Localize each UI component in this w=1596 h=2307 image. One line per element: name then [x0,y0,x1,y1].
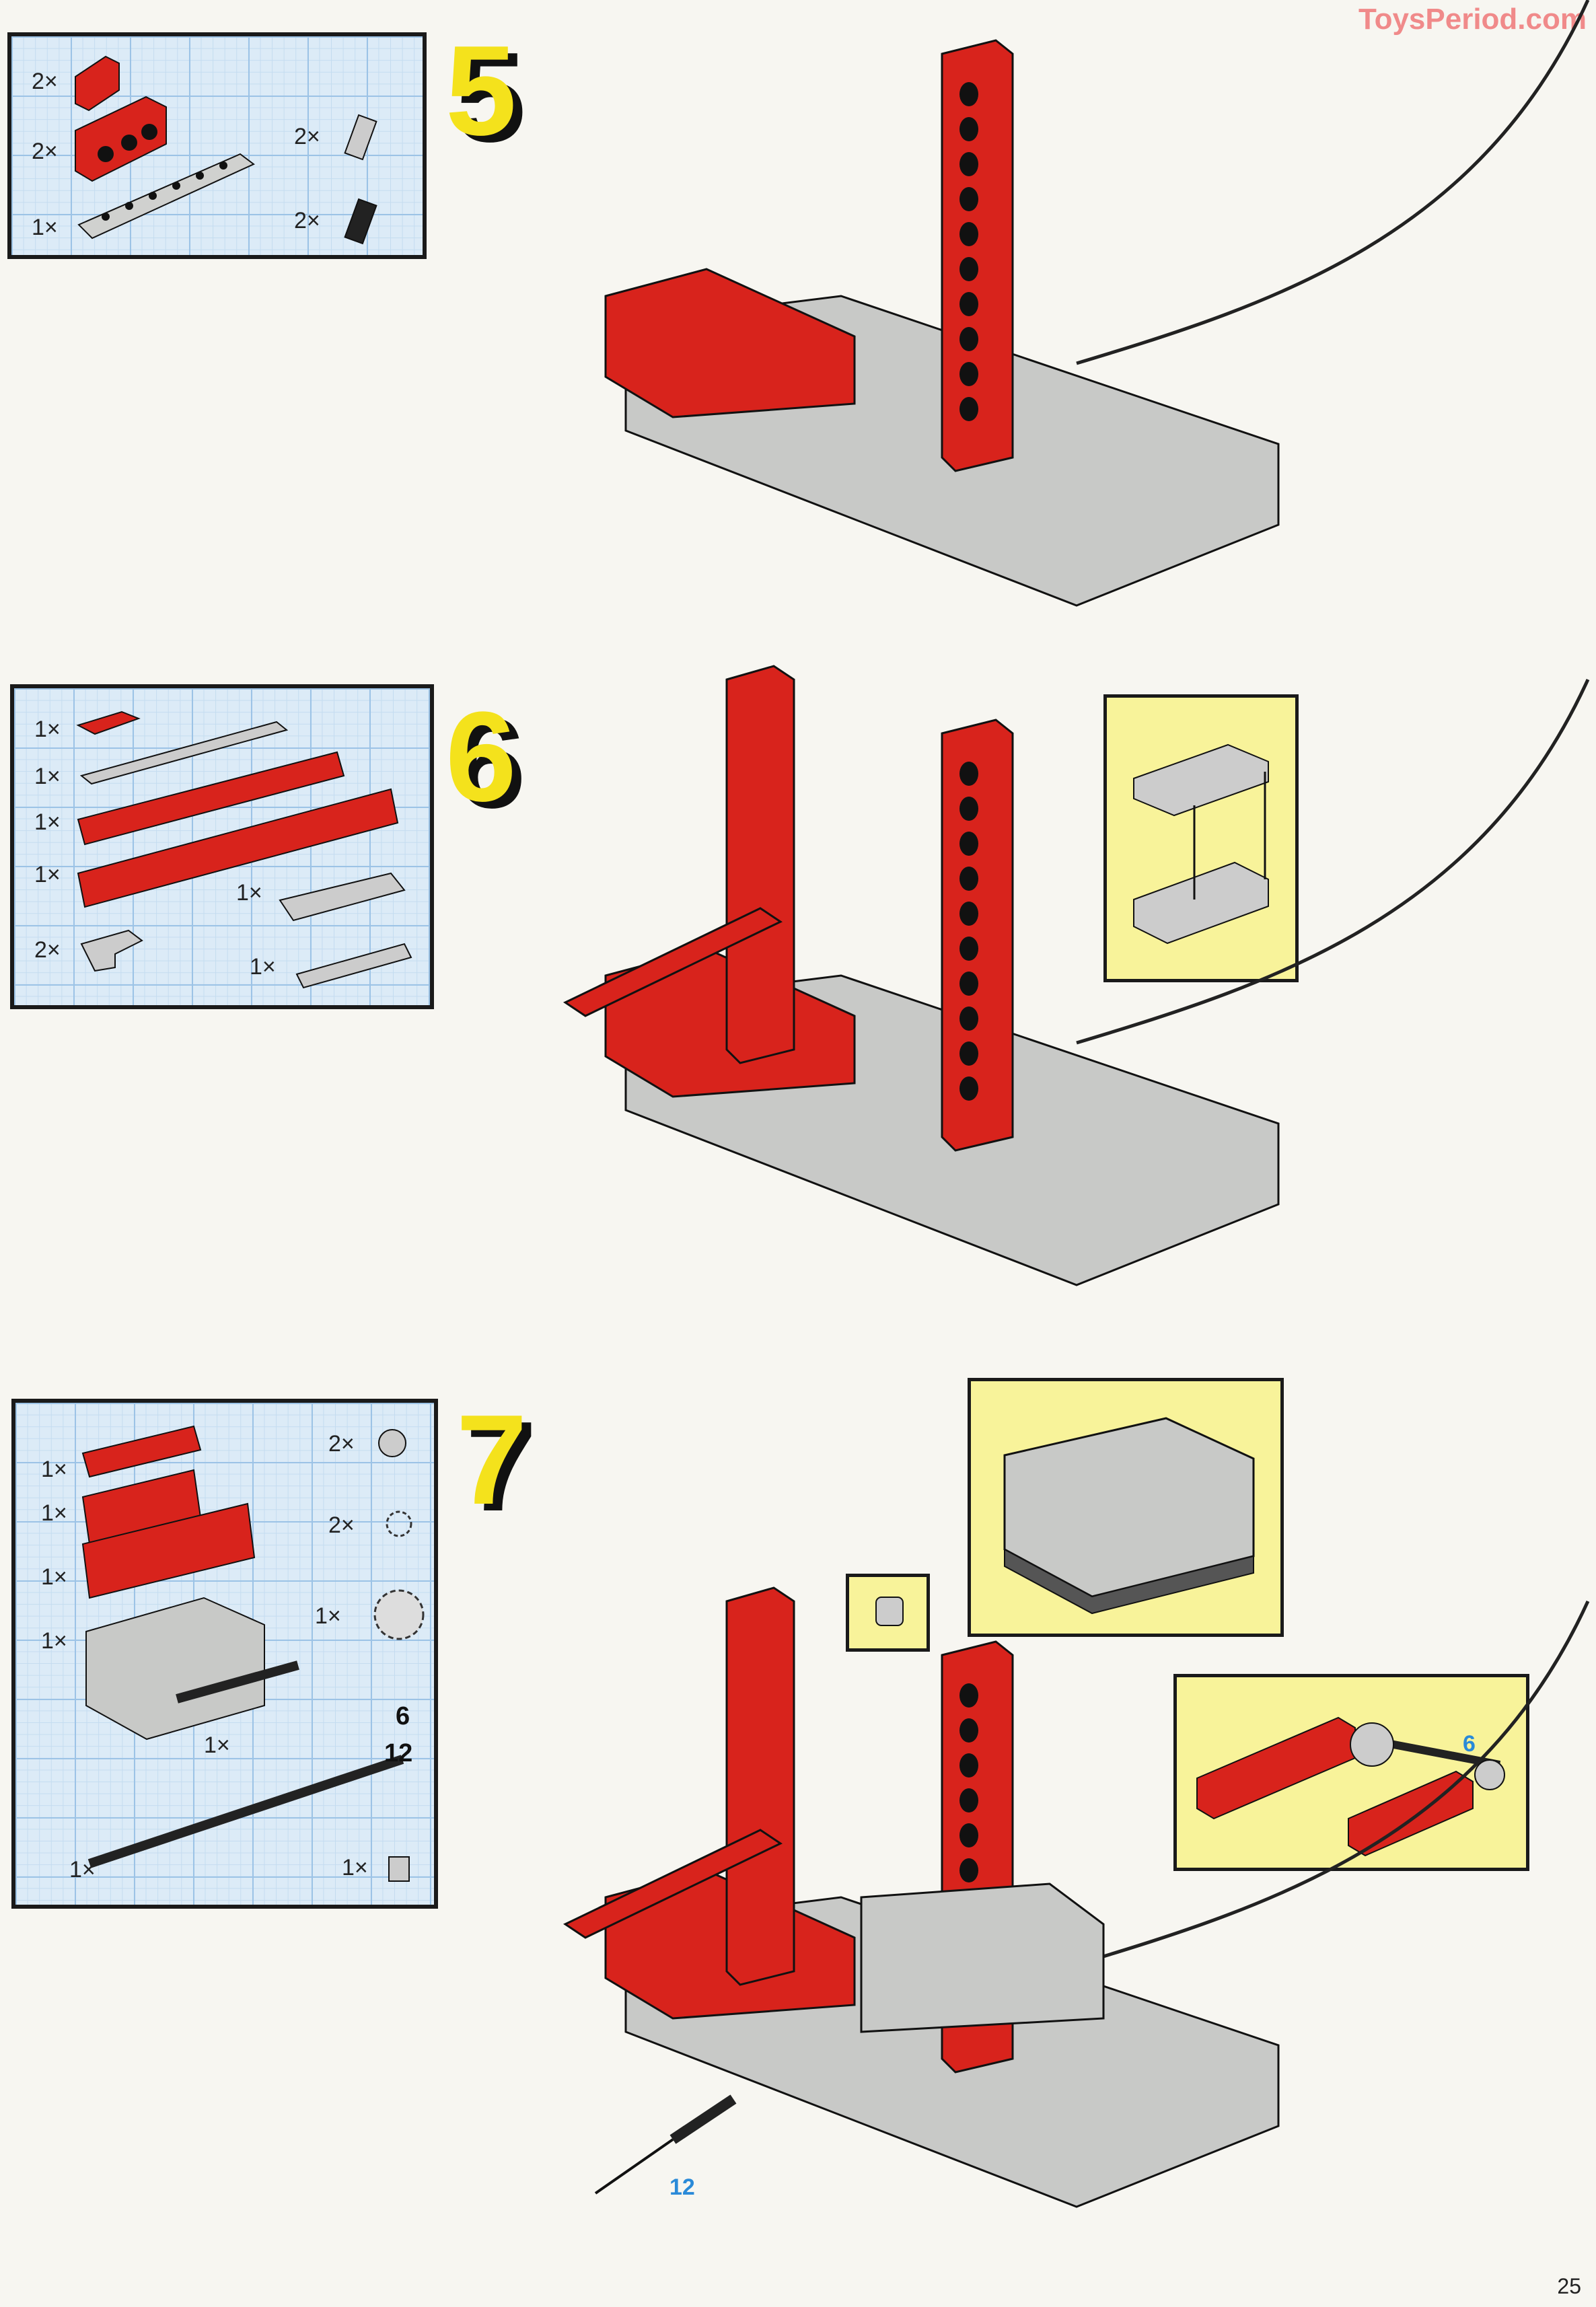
step-7-parts-art [81,1425,425,1882]
insert-arrow [594,2138,674,2195]
axle-length-label: 12 [669,2174,695,2200]
tower-hole [959,1076,978,1101]
step-5-model [604,0,1590,607]
step-6-parts-box: 1× 1× 1× 1× 1× 2× 1× [10,684,434,1009]
gear-assembly-art [1196,1716,1505,1857]
part-count: 1× [41,1564,67,1590]
red-long-beam [563,907,783,1017]
bushing-callout [846,1574,930,1652]
part-count: 1× [41,1457,67,1482]
tower-hole [959,1858,978,1882]
tower-hole [959,867,978,891]
part-count: 1× [34,809,61,835]
tower-hole [959,257,978,281]
red-front-bricks [604,268,856,418]
tower-hole [959,152,978,176]
part-count: 2× [32,139,58,164]
tower-hole [959,222,978,246]
bushing-icon [875,1597,904,1626]
tower-hole [959,82,978,106]
red-tower-front [725,665,795,1064]
part-count: 2× [294,124,320,149]
part-count: 1× [315,1603,341,1629]
tower-hole [959,1006,978,1031]
red-tower-front [725,1586,795,1986]
part-count: 2× [34,937,61,963]
motor-icon [1003,1417,1255,1615]
tower-hole [959,797,978,821]
step-number: 5 [445,20,517,162]
step-7-parts-box: 1× 1× 1× 1× 1× 6 1× 12 2× 2× 1× 1× [11,1399,438,1909]
part-count: 2× [328,1512,355,1538]
part-count: 1× [34,717,61,742]
part-count: 1× [69,1857,96,1882]
tower-hole [959,972,978,996]
motor-callout [968,1378,1284,1637]
step-6-parts-art [76,710,412,989]
tower-hole [959,937,978,961]
part-count: 1× [34,764,61,789]
tower-hole [959,187,978,211]
step-number: 6 [445,686,517,828]
tower-hole [959,902,978,926]
part-count: 1× [250,954,276,980]
red-tower [941,39,1014,472]
part-count: 1× [34,862,61,887]
part-count: 1× [32,215,58,240]
step-5-parts-art [75,55,377,245]
motor [860,1882,1105,2033]
tower-hole [959,1041,978,1066]
tower-hole [959,1823,978,1847]
part-count: 1× [41,1500,67,1526]
tower-hole [959,292,978,316]
part-count: 1× [236,880,262,906]
tower-hole [959,397,978,421]
step-6-callout [1103,694,1299,982]
tower-hole [959,117,978,141]
red-tower [941,719,1014,1152]
part-count: 2× [328,1431,355,1457]
watermark: ToysPeriod.com [1358,3,1587,36]
motor-cable [1076,0,1590,365]
axle-length-label: 6 [396,1702,410,1730]
tower-hole [959,762,978,786]
part-count: 1× [41,1628,67,1654]
tower-hole [959,1753,978,1778]
axle-length-label: 12 [384,1739,413,1767]
part-count: 2× [294,208,320,233]
tower-hole [959,1683,978,1708]
axle-12 [669,2094,737,2144]
part-count: 2× [32,69,58,94]
tower-hole [959,1718,978,1743]
tower-hole [959,327,978,351]
red-long-beam [563,1829,783,1939]
part-count: 1× [204,1732,230,1758]
part-count: 1× [342,1855,368,1880]
axle-length-label: 6 [1463,1731,1476,1757]
step-number: 7 [456,1389,528,1531]
tower-hole [959,832,978,856]
tower-hole [959,1788,978,1812]
motor-cable [1076,1600,1590,1967]
plate-assembly-art [1133,743,1269,945]
page-number: 25 [1557,2274,1581,2298]
step-5-parts-box: 2× 2× 1× 2× 2× [7,32,427,259]
tower-hole [959,362,978,386]
step-6-model [563,665,1590,1286]
motor-cable [1076,678,1590,1045]
